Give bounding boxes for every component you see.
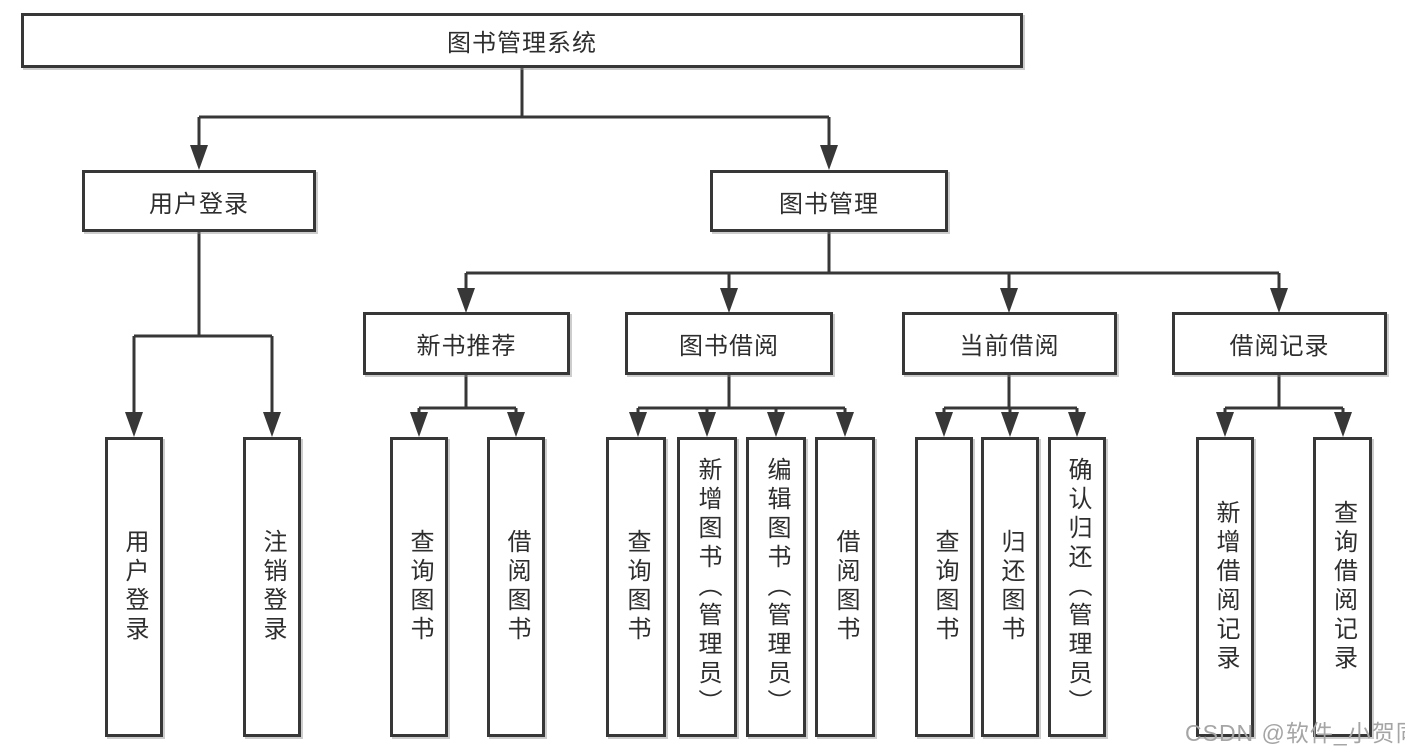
node-leaf-query-books: 查询图书 — [606, 437, 666, 737]
node-leaf-borrow-books: 借阅图书 — [487, 437, 545, 737]
node-book-borrow: 图书借阅 — [625, 312, 833, 375]
node-label: 查询图书 — [623, 529, 650, 645]
node-label: 借阅图书 — [832, 529, 859, 645]
node-leaf-borrow-books: 借阅图书 — [815, 437, 875, 737]
node-label: 图书管理 — [779, 190, 879, 218]
node-leaf-return-books: 归还图书 — [981, 437, 1039, 737]
node-label: 编辑图书（管理员） — [763, 456, 790, 718]
node-leaf-add-borrow-record: 新增借阅记录 — [1196, 437, 1254, 737]
node-label: 查询借阅记录 — [1329, 500, 1357, 674]
node-leaf-query-borrow-record: 查询借阅记录 — [1313, 437, 1372, 737]
node-new-book-recommend: 新书推荐 — [363, 312, 570, 375]
node-label: 新书推荐 — [416, 333, 517, 360]
node-leaf-query-books: 查询图书 — [915, 437, 973, 737]
node-borrow-records: 借阅记录 — [1172, 312, 1387, 375]
node-leaf-user-login: 用户登录 — [105, 437, 163, 737]
node-label: 确认归还（管理员） — [1064, 456, 1091, 718]
node-leaf-logout: 注销登录 — [243, 437, 301, 737]
node-leaf-edit-books-admin: 编辑图书（管理员） — [746, 437, 806, 737]
node-label: 查询图书 — [406, 529, 433, 645]
node-label: 归还图书 — [997, 529, 1024, 645]
csdn-watermark: CSDN @软件_小贺同学 — [1185, 720, 1405, 746]
node-leaf-add-books-admin: 新增图书（管理员） — [677, 437, 737, 737]
node-user-login: 用户登录 — [82, 170, 316, 232]
node-label: 新增借阅记录 — [1212, 500, 1239, 674]
node-label: 用户登录 — [121, 529, 148, 645]
node-book-management: 图书管理 — [710, 170, 948, 232]
node-label: 用户登录 — [149, 190, 249, 218]
connector-paths — [132, 68, 1345, 416]
arrowheads — [125, 145, 1352, 437]
node-root-system: 图书管理系统 — [21, 13, 1023, 68]
node-label: 图书借阅 — [679, 333, 779, 360]
node-label: 借阅图书 — [503, 529, 530, 645]
node-label: 借阅记录 — [1229, 333, 1330, 360]
node-leaf-confirm-return-admin: 确认归还（管理员） — [1048, 437, 1106, 737]
node-leaf-query-books: 查询图书 — [390, 437, 448, 737]
node-label: 图书管理系统 — [447, 30, 597, 57]
node-label: 注销登录 — [259, 529, 286, 645]
node-label: 当前借阅 — [959, 333, 1060, 360]
node-label: 新增图书（管理员） — [694, 456, 721, 718]
node-label: 查询图书 — [931, 529, 958, 645]
node-current-borrow: 当前借阅 — [902, 312, 1117, 375]
